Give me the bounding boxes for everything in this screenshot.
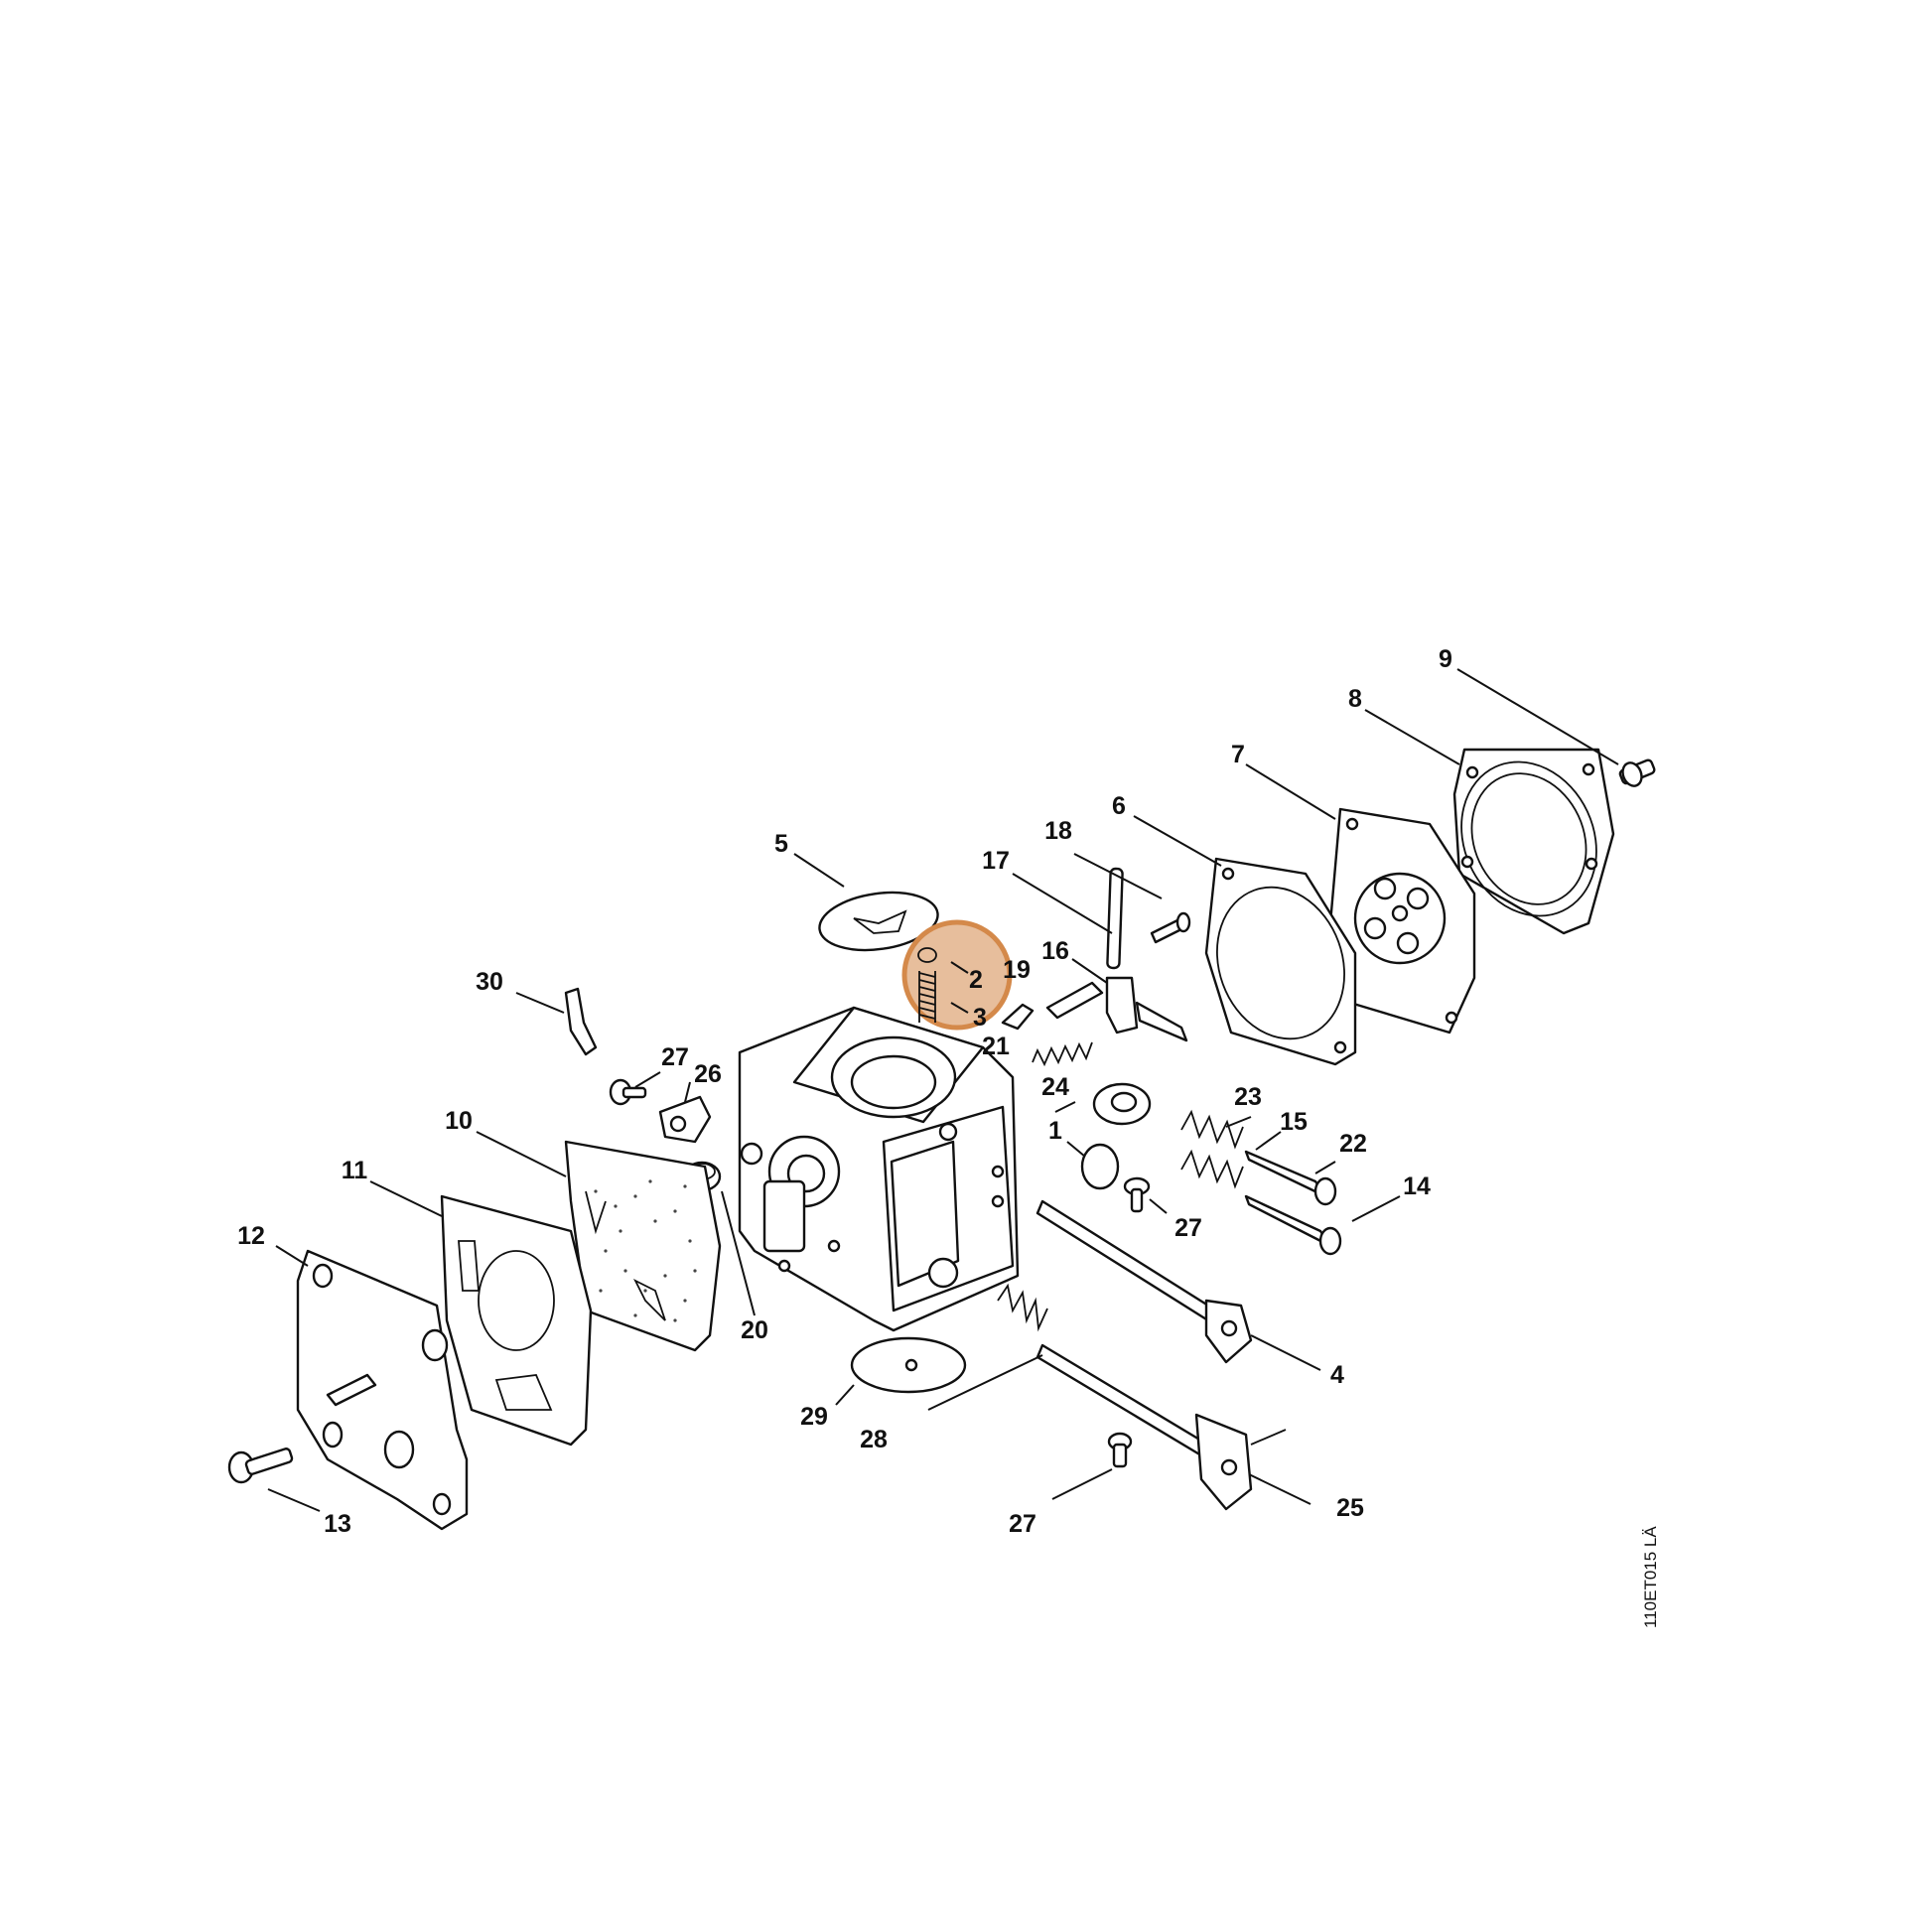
part-29-disc xyxy=(850,1336,967,1394)
part-19-lever xyxy=(1001,1003,1035,1031)
part-14-adjusting-screw xyxy=(1244,1194,1342,1256)
part-4-throttle-shaft xyxy=(1035,1199,1253,1364)
label-7: 7 xyxy=(1231,741,1245,768)
part-2-needle xyxy=(917,947,937,963)
part-6-gasket xyxy=(1204,857,1357,1066)
part-25-choke-shaft xyxy=(1035,1343,1287,1511)
label-5: 5 xyxy=(774,830,788,858)
drawing-code: 110ET015 LÄ xyxy=(1641,1526,1660,1628)
part-21-spring xyxy=(1032,1041,1093,1067)
label-6: 6 xyxy=(1112,792,1126,820)
label-27-middle: 27 xyxy=(1174,1214,1202,1242)
label-1: 1 xyxy=(1048,1117,1062,1145)
label-19: 19 xyxy=(1003,956,1031,984)
label-12: 12 xyxy=(237,1222,265,1250)
label-27-top: 27 xyxy=(661,1043,689,1071)
part-23-springs xyxy=(1180,1109,1244,1189)
part-3-spring xyxy=(918,971,936,1023)
part-5-disc xyxy=(818,891,939,952)
label-15: 15 xyxy=(1280,1108,1308,1136)
label-29: 29 xyxy=(800,1403,828,1431)
part-24-plug xyxy=(1092,1082,1152,1126)
label-9: 9 xyxy=(1439,645,1452,673)
label-18: 18 xyxy=(1044,817,1072,845)
part-27-screw-bottom xyxy=(1107,1432,1133,1468)
label-23: 23 xyxy=(1234,1083,1262,1111)
part-22-adjusting-screw xyxy=(1244,1150,1337,1206)
label-14: 14 xyxy=(1403,1173,1431,1200)
carburetor-body xyxy=(738,1006,1020,1332)
leader-lines xyxy=(267,668,1619,1512)
part-10-gasket xyxy=(564,1140,722,1352)
part-8-cover-plate xyxy=(1452,748,1615,935)
label-3: 3 xyxy=(973,1004,987,1032)
label-20: 20 xyxy=(741,1316,768,1344)
label-17: 17 xyxy=(982,847,1010,875)
part-17-pin xyxy=(1106,867,1124,970)
label-8: 8 xyxy=(1348,685,1362,713)
label-28: 28 xyxy=(860,1426,888,1453)
part-7-diaphragm xyxy=(1328,807,1476,1035)
part-13-screw xyxy=(227,1448,294,1484)
label-10: 10 xyxy=(445,1107,473,1135)
label-30: 30 xyxy=(476,968,503,996)
part-26-clip xyxy=(658,1095,712,1144)
part-1-disc xyxy=(1080,1143,1120,1190)
label-11: 11 xyxy=(342,1157,368,1184)
part-16-lever xyxy=(1045,976,1188,1042)
part-12-pump-cover xyxy=(296,1249,469,1531)
label-24: 24 xyxy=(1041,1073,1069,1101)
part-number-labels: 9 8 7 6 5 18 17 16 19 2 3 21 30 27 26 24… xyxy=(237,645,1452,1538)
label-21: 21 xyxy=(982,1033,1010,1060)
label-22: 22 xyxy=(1339,1130,1367,1158)
label-2: 2 xyxy=(969,966,983,994)
label-26: 26 xyxy=(694,1060,722,1088)
part-18-screw xyxy=(1150,911,1191,944)
part-27-screw-middle xyxy=(1123,1176,1151,1213)
part-27-screw-top xyxy=(609,1078,647,1106)
part-9-screw xyxy=(1618,759,1656,787)
label-13: 13 xyxy=(324,1510,351,1538)
label-4: 4 xyxy=(1330,1361,1344,1389)
label-25: 25 xyxy=(1336,1494,1364,1522)
highlight-callout xyxy=(901,919,1013,1031)
label-16: 16 xyxy=(1041,937,1069,965)
part-30-fitting xyxy=(564,987,598,1056)
part-28-spring xyxy=(997,1283,1048,1332)
part-11-gasket xyxy=(440,1194,593,1447)
label-27-bottom: 27 xyxy=(1009,1510,1036,1538)
